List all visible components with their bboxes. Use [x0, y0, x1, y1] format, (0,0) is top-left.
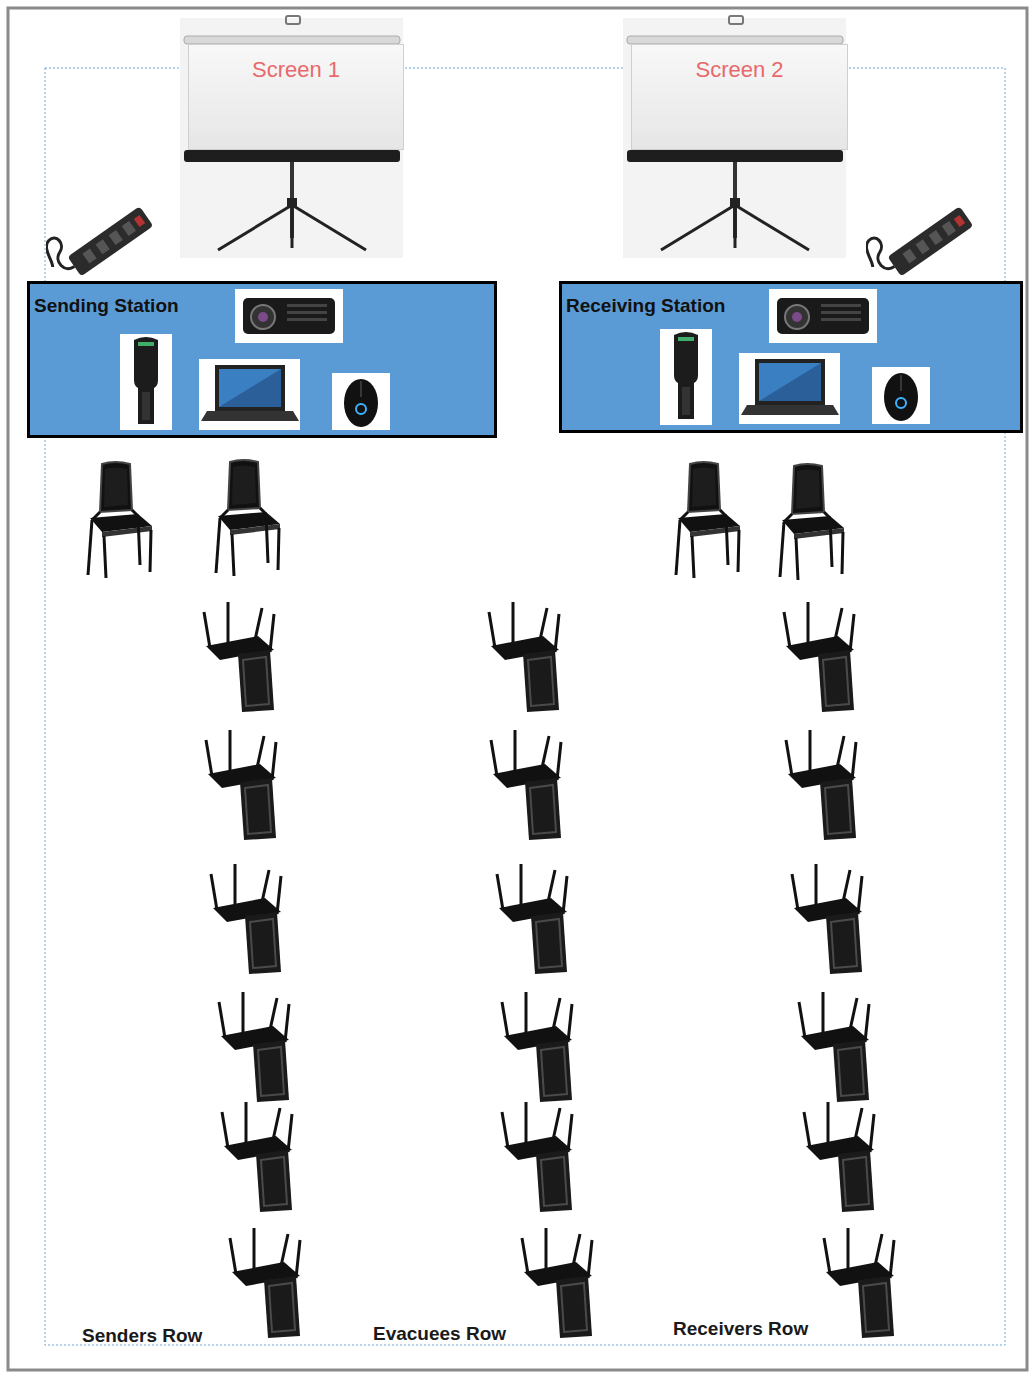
screen-label: Screen 1	[189, 57, 403, 82]
chair-stacked	[211, 864, 281, 974]
power-strip	[39, 186, 153, 286]
scanner-icon	[120, 334, 172, 430]
station-title: Receiving Station	[566, 295, 725, 317]
chair-stacked	[206, 730, 276, 840]
chair-stacked	[230, 1228, 300, 1338]
chair-stacked	[491, 730, 561, 840]
laptop-icon	[199, 359, 300, 430]
scanner-icon	[660, 329, 712, 425]
screen-stand-part	[218, 205, 292, 250]
row-label: Evacuees Row	[373, 1323, 506, 1345]
chair-stacked	[804, 1102, 874, 1212]
projector-icon	[769, 289, 877, 343]
page-frame	[8, 8, 1027, 1370]
screen-stand-part	[292, 205, 366, 250]
chair-stacked	[497, 864, 567, 974]
station-fill	[559, 281, 1023, 433]
chair-stacked	[784, 602, 854, 712]
screen-label: Screen 2	[632, 57, 847, 82]
row-label: Senders Row	[82, 1325, 202, 1347]
projection-screen: Screen 2	[631, 44, 848, 150]
screen-stand-part	[287, 198, 297, 208]
chair-stacked	[219, 992, 289, 1102]
mouse-icon	[332, 373, 390, 430]
mouse-icon	[872, 367, 930, 424]
screen-stand-part	[180, 18, 403, 258]
chair-upright	[676, 462, 740, 578]
chair-stacked	[799, 992, 869, 1102]
chair-upright	[88, 462, 152, 578]
chair-stacked	[824, 1228, 894, 1338]
screen-stand-part	[291, 205, 294, 248]
chair-upright	[780, 464, 844, 580]
chair-stacked	[502, 1102, 572, 1212]
station-fill	[27, 281, 497, 438]
chair-stacked	[792, 864, 862, 974]
chair-upright	[216, 460, 280, 576]
room-boundary	[45, 68, 1005, 1345]
screen-stand-part	[286, 16, 300, 24]
chair-stacked	[786, 730, 856, 840]
chair-stacked	[522, 1228, 592, 1338]
station-title: Sending Station	[34, 295, 179, 317]
chair-stacked	[204, 602, 274, 712]
chair-stacked	[489, 602, 559, 712]
station-box: Sending Station	[27, 281, 497, 438]
projector-icon	[235, 289, 343, 343]
laptop-icon	[739, 353, 840, 424]
row-label: Receivers Row	[673, 1318, 808, 1340]
screen-stand	[180, 16, 403, 258]
screen-stand-part	[184, 150, 400, 162]
chair-stacked	[502, 992, 572, 1102]
chair-stacked	[222, 1102, 292, 1212]
power-strip	[859, 186, 973, 286]
station-box: Receiving Station	[559, 281, 1023, 433]
projection-screen: Screen 1	[188, 44, 404, 150]
screen-stand-part	[184, 36, 400, 44]
